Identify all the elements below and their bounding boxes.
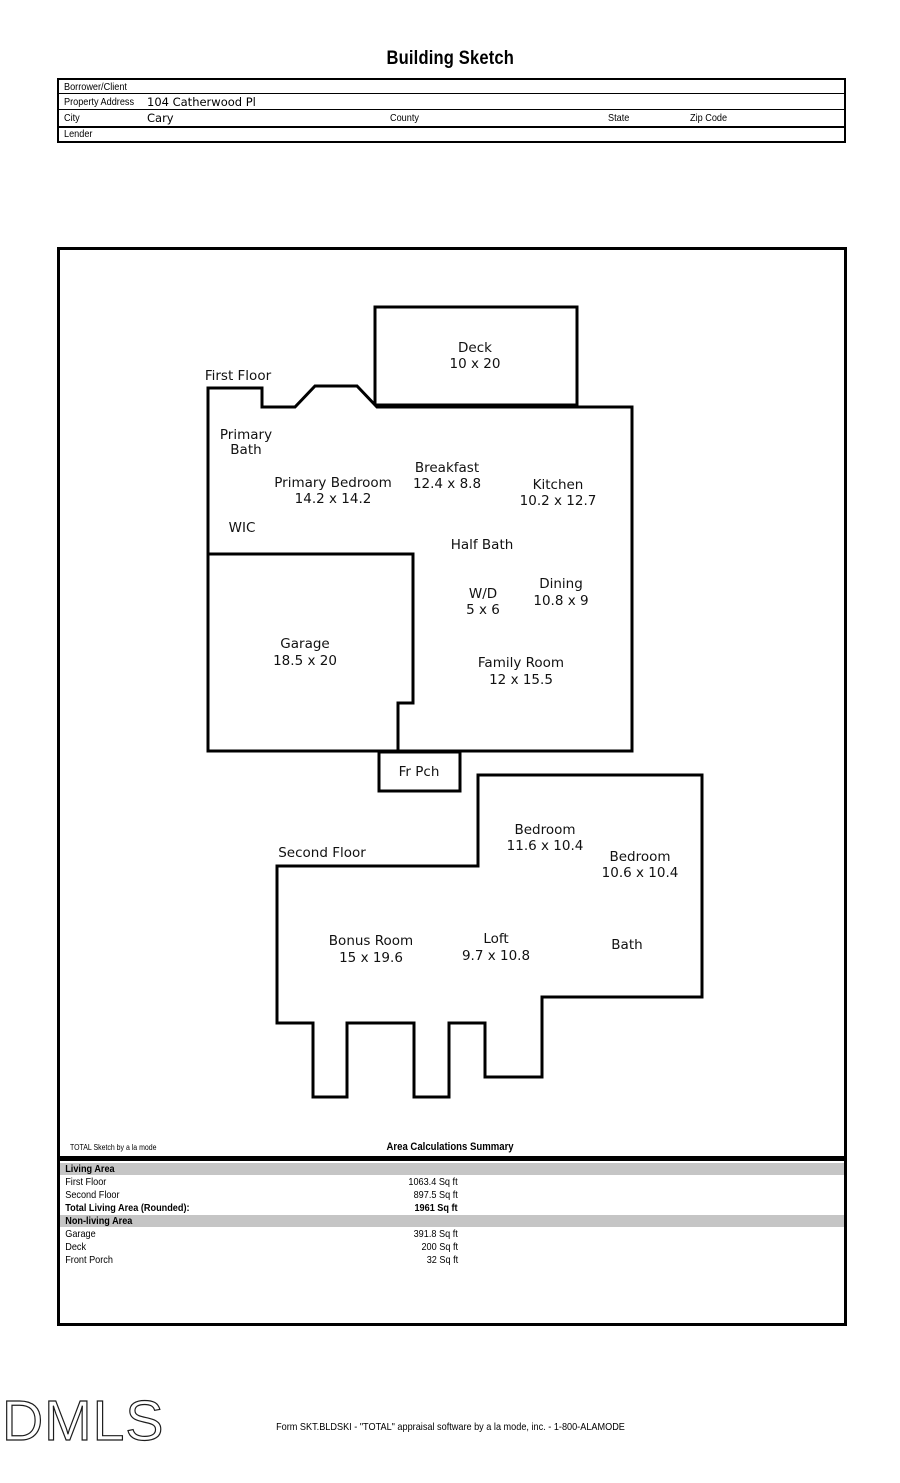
area-calculations-title: Area Calculations Summary <box>386 1141 514 1153</box>
zip-code-label: Zip Code <box>690 112 728 124</box>
property-info-form: Borrower/Client Property Address 104 Cat… <box>57 78 846 143</box>
property-address-label: Property Address <box>64 95 135 108</box>
page-title: Building Sketch <box>0 48 900 70</box>
borrower-label: Borrower/Client <box>64 80 127 93</box>
total-living-area-label: Total Living Area (Rounded): <box>65 1202 190 1214</box>
front-porch-area-label: Front Porch <box>65 1254 113 1266</box>
property-address-value: 104 Catherwood Pl <box>147 94 256 109</box>
state-label: State <box>608 112 630 124</box>
borrower-row: Borrower/Client <box>59 80 844 93</box>
city-value: Cary <box>147 111 174 125</box>
nonliving-area-section-header: Non-living Area <box>60 1215 844 1227</box>
deck-area-label: Deck <box>65 1241 87 1253</box>
total-sketch-branding: TOTAL Sketch by a la mode <box>70 1143 157 1152</box>
summary-row-deck: 200 Sq ft Deck <box>60 1241 844 1254</box>
total-living-area-value: 1961 Sq ft <box>414 1202 458 1214</box>
garage-area-value: 391.8 Sq ft <box>413 1228 458 1240</box>
city-label: City <box>64 112 80 124</box>
summary-row-total-living: 1961 Sq ft Total Living Area (Rounded): <box>60 1202 844 1215</box>
county-label: County <box>390 112 419 124</box>
summary-divider-bar <box>60 1156 844 1161</box>
property-address-row: Property Address 104 Catherwood Pl <box>59 93 844 109</box>
deck-area-value: 200 Sq ft <box>421 1241 458 1253</box>
summary-row-first-floor: 1063.4 Sq ft First Floor <box>60 1176 844 1189</box>
second-floor-area-value: 897.5 Sq ft <box>413 1189 458 1201</box>
page-title-text: Building Sketch <box>386 48 514 69</box>
form-footer-line: Form SKT.BLDSKI - "TOTAL" appraisal soft… <box>275 1421 625 1433</box>
city-row: City Cary County State Zip Code <box>59 109 844 126</box>
living-area-section-header: Living Area <box>60 1163 844 1175</box>
first-floor-area-value: 1063.4 Sq ft <box>408 1176 458 1188</box>
front-porch-area-value: 32 Sq ft <box>426 1254 458 1266</box>
second-floor-area-label: Second Floor <box>65 1189 120 1201</box>
summary-row-second-floor: 897.5 Sq ft Second Floor <box>60 1189 844 1202</box>
dmls-watermark-logo: DMLS <box>1 1388 165 1453</box>
garage-area-label: Garage <box>65 1228 96 1240</box>
lender-label: Lender <box>64 128 93 140</box>
summary-row-front-porch: 32 Sq ft Front Porch <box>60 1254 844 1267</box>
first-floor-area-label: First Floor <box>65 1176 107 1188</box>
lender-row: Lender <box>59 126 844 140</box>
summary-row-garage: 391.8 Sq ft Garage <box>60 1228 844 1241</box>
